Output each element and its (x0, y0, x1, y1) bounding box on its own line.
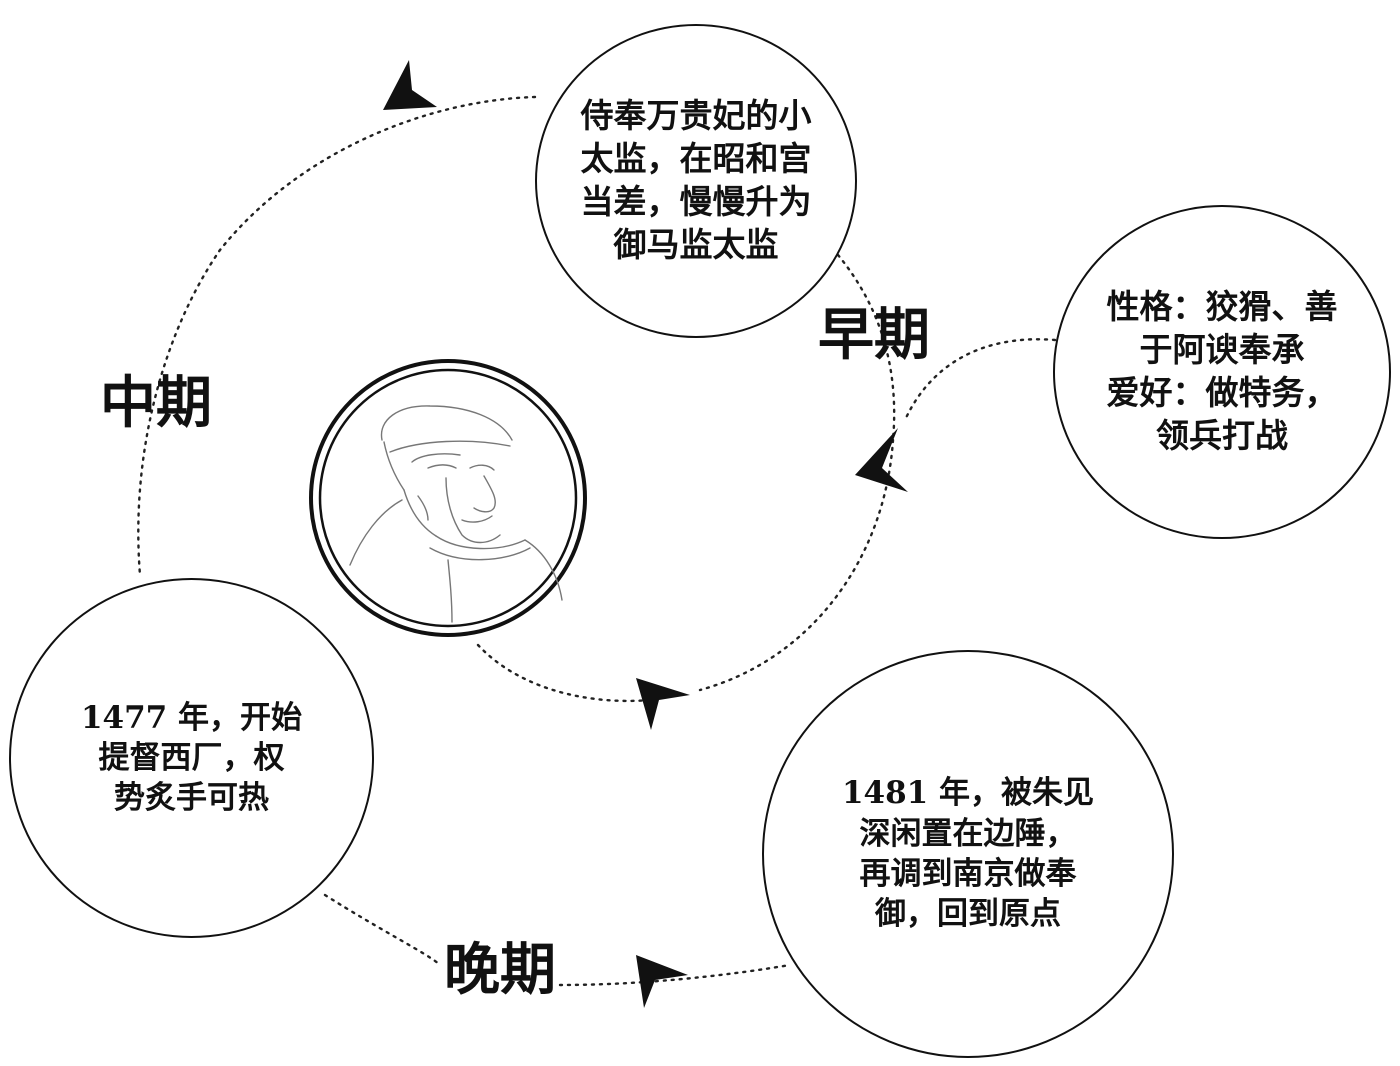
arrowhead-lower-middle (636, 678, 690, 730)
connector-top-to-middle (137, 95, 537, 577)
connector-late-to-end (558, 963, 792, 987)
mid-power-node: 1477 年，开始 提督西厂，权 势炙手可热 (9, 578, 374, 938)
arrowhead-bottom (636, 955, 688, 1008)
connector-portrait-to-loop (476, 643, 652, 703)
arrowhead-top-left (383, 60, 437, 110)
portrait-figure-icon (349, 405, 563, 623)
connector-top-to-right-loop (836, 253, 896, 442)
traits-node: 性格：狡猾、善 于阿谀奉承 爱好：做特务， 领兵打战 (1053, 205, 1391, 539)
mid-power-text: 1477 年，开始 提督西厂，权 势炙手可热 (80, 699, 303, 817)
arrowhead-right-loop (855, 428, 908, 492)
phase-label-early: 早期 (818, 302, 930, 368)
traits-text: 性格：狡猾、善 于阿谀奉承 爱好：做特务， 领兵打战 (1106, 287, 1338, 455)
connector-traits (903, 338, 1057, 422)
late-fall-node: 1481 年，被朱见 深闲置在边陲， 再调到南京做奉 御，回到原点 (762, 650, 1174, 1058)
late-fall-text: 1481 年，被朱见 深闲置在边陲， 再调到南京做奉 御，回到原点 (841, 775, 1095, 933)
portrait-medallion (309, 359, 587, 637)
phase-label-middle: 中期 (100, 370, 212, 436)
connector-middle-to-late (323, 893, 442, 967)
early-role-text: 侍奉万贵妃的小 太监，在昭和宫 当差，慢慢升为 御马监太监 (580, 96, 812, 264)
phase-label-late: 晚期 (444, 937, 556, 1003)
early-role-node: 侍奉万贵妃的小 太监，在昭和宫 当差，慢慢升为 御马监太监 (535, 24, 857, 338)
